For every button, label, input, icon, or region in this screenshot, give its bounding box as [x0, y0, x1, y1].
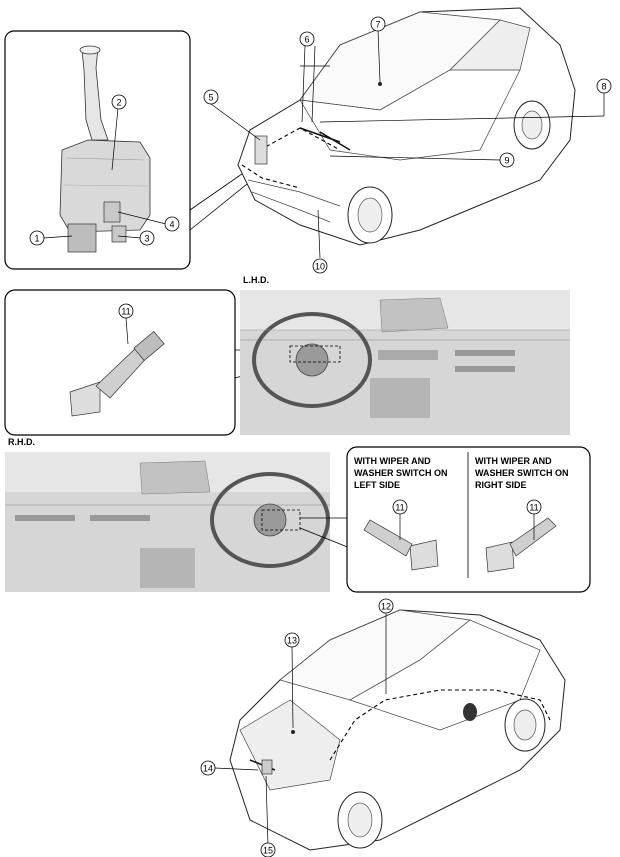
front-car-illustration [210, 7, 605, 259]
callout-number: 5 [208, 93, 213, 103]
callout-circle [29, 230, 45, 246]
callout-circle [139, 230, 155, 246]
callout-number: 7 [375, 20, 380, 30]
callout-circle [499, 152, 515, 168]
callout-circle [526, 499, 542, 515]
callout-number: 10 [315, 262, 325, 272]
callout-number: 11 [121, 307, 130, 317]
rhd-dashboard-illustration [5, 452, 330, 592]
callout-number: 11 [395, 503, 404, 513]
callout-circle [392, 499, 408, 515]
washer-tank-inset [4, 30, 191, 270]
callout-circle [203, 89, 219, 105]
callout-number: 11 [529, 503, 538, 513]
callout-number: 9 [504, 156, 509, 166]
rhd-stalk-inset [346, 446, 591, 593]
callout-circle [164, 216, 180, 232]
callout-number: 6 [304, 35, 309, 45]
callout-number: 15 [263, 846, 273, 856]
callout-circle [260, 842, 276, 857]
callout-number: 1 [34, 234, 39, 244]
callout-number: 12 [381, 602, 391, 612]
callout-number: 3 [144, 234, 149, 244]
callout-circle [370, 16, 386, 32]
callout-circle [284, 632, 300, 648]
callout-number: 8 [601, 82, 606, 92]
callout-circle [200, 760, 216, 776]
right-side-heading: WITH WIPER AND WASHER SWITCH ON RIGHT SI… [475, 456, 571, 490]
rhd-label: R.H.D. [8, 437, 35, 447]
rear-car-illustration [214, 609, 566, 851]
callout-circle [378, 598, 394, 614]
callout-number: 4 [169, 220, 174, 230]
callout-circle [111, 94, 127, 110]
callout-circle [118, 303, 134, 319]
lhd-dashboard-illustration [240, 290, 570, 435]
callout-number: 14 [203, 764, 213, 774]
lhd-label: L.H.D. [243, 275, 269, 285]
lhd-stalk-inset [4, 289, 236, 436]
callout-circle [596, 78, 612, 94]
callout-number: 2 [116, 98, 121, 108]
callout-number: 13 [287, 636, 297, 646]
left-side-heading: WITH WIPER AND WASHER SWITCH ON LEFT SID… [354, 456, 450, 490]
callout-circle [312, 258, 328, 274]
callout-circle [299, 31, 315, 47]
